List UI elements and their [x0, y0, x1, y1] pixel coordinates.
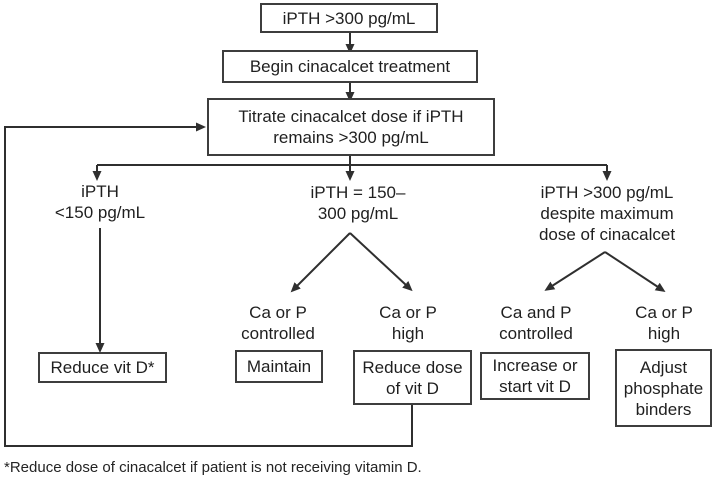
node-reduce-dose-vit-d: Reduce dose of vit D: [353, 350, 472, 405]
footnote: *Reduce dose of cinacalcet if patient is…: [4, 459, 422, 476]
node-increase-start-vit-d: Increase or start vit D: [480, 352, 590, 400]
node-begin-treatment: Begin cinacalcet treatment: [222, 50, 478, 83]
condition-ca-and-p-controlled: Ca and P controlled: [499, 303, 573, 343]
arrow-high-to-controlled: [544, 251, 606, 291]
node-titrate-dose: Titrate cinacalcet dose if iPTH remains …: [207, 98, 495, 156]
condition-ca-or-p-high-right: Ca or P high: [635, 303, 693, 343]
node-adjust-phosphate-binders: Adjust phosphate binders: [615, 349, 712, 427]
condition-ca-or-p-high-mid: Ca or P high: [379, 303, 437, 343]
branch-label-ipth-target: iPTH = 150– 300 pg/mL: [310, 183, 406, 223]
node-start: iPTH >300 pg/mL: [260, 3, 438, 33]
branch-label-ipth-low: iPTH <150 pg/mL: [54, 182, 146, 222]
node-reduce-vit-d: Reduce vit D*: [38, 352, 167, 383]
arrow-mid-to-high: [349, 232, 413, 292]
node-maintain: Maintain: [235, 350, 323, 383]
feedback-loop-arrow: [4, 122, 413, 447]
arrow-mid-to-controlled: [290, 232, 351, 293]
branch-label-ipth-high: iPTH >300 pg/mL despite maximum dose of …: [538, 183, 676, 244]
arrow-high-to-high: [604, 251, 666, 292]
condition-ca-or-p-controlled: Ca or P controlled: [241, 303, 315, 343]
